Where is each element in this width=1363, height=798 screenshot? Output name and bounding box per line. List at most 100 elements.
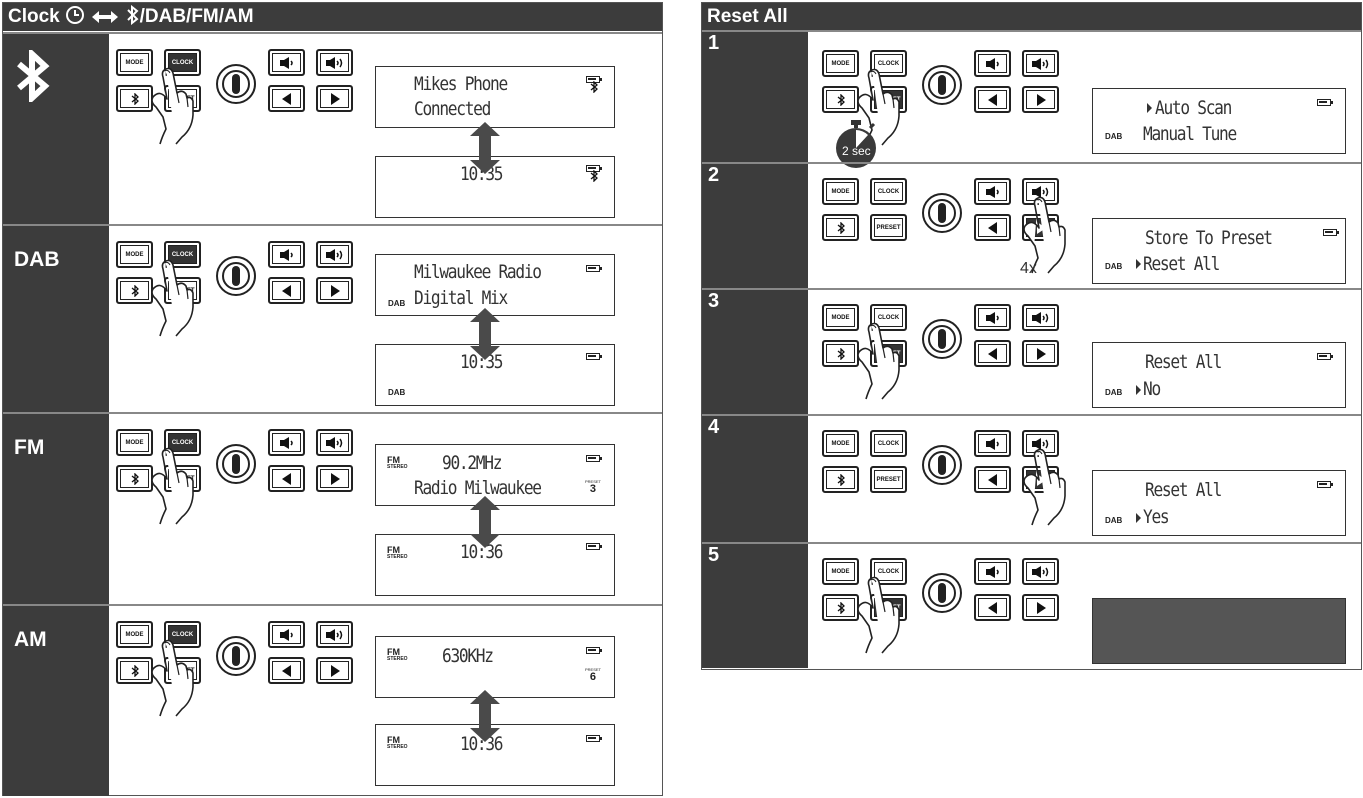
volume-down-button[interactable] xyxy=(268,621,305,648)
clock-button[interactable]: CLOCK xyxy=(164,621,201,648)
mode-button[interactable]: MODE xyxy=(116,429,153,456)
volume-down-button[interactable] xyxy=(974,50,1011,77)
left-arrow-icon xyxy=(281,284,291,297)
double-arrow-icon xyxy=(92,11,119,23)
mode-button[interactable]: MODE xyxy=(822,304,859,331)
volume-up-button[interactable] xyxy=(316,621,353,648)
right-button[interactable] xyxy=(1022,340,1059,367)
lcd-line-2: Reset All xyxy=(1143,253,1220,275)
knob-icon[interactable] xyxy=(922,319,962,359)
left-button[interactable] xyxy=(268,85,305,112)
hand-press-icon xyxy=(842,322,902,405)
preset-label: PRESET xyxy=(584,667,601,672)
bluetooth-button[interactable] xyxy=(822,214,859,241)
cursor-icon xyxy=(1136,513,1141,523)
knob-icon[interactable] xyxy=(922,573,962,613)
left-button[interactable] xyxy=(974,466,1011,493)
step-number: 5 xyxy=(708,544,720,566)
lcd-line-2: Connected xyxy=(414,98,491,120)
row-label: AM xyxy=(14,628,47,651)
volume-up-button[interactable] xyxy=(1022,304,1059,331)
mode-button[interactable]: MODE xyxy=(116,241,153,268)
right-button[interactable] xyxy=(316,277,353,304)
bluetooth-button[interactable] xyxy=(822,594,859,621)
battery-icon xyxy=(586,353,602,360)
mode-button[interactable]: MODE xyxy=(822,178,859,205)
left-button[interactable] xyxy=(268,465,305,492)
left-button[interactable] xyxy=(974,340,1011,367)
lcd-line-1: Reset All xyxy=(1145,351,1222,373)
volume-down-button[interactable] xyxy=(974,430,1011,457)
right-button[interactable] xyxy=(1022,594,1059,621)
volume-up-button[interactable] xyxy=(1022,558,1059,585)
volume-down-button[interactable] xyxy=(268,49,305,76)
step-number: 3 xyxy=(708,290,720,312)
title-prefix: Clock xyxy=(8,6,60,27)
volume-down-button[interactable] xyxy=(974,178,1011,205)
bluetooth-button[interactable] xyxy=(822,86,859,113)
volume-down-button[interactable] xyxy=(268,429,305,456)
right-arrow-icon xyxy=(330,664,340,677)
bluetooth-button[interactable] xyxy=(116,277,153,304)
left-button[interactable] xyxy=(268,277,305,304)
bluetooth-icon xyxy=(837,93,845,106)
hand-press-icon xyxy=(842,576,902,659)
right-button[interactable] xyxy=(316,657,353,684)
volume-up-button[interactable] xyxy=(316,429,353,456)
right-button[interactable] xyxy=(1022,86,1059,113)
bluetooth-icon xyxy=(131,284,139,297)
left-button[interactable] xyxy=(974,594,1011,621)
title-suffix: /DAB/FM/AM xyxy=(139,6,254,27)
knob-icon[interactable] xyxy=(216,444,256,484)
volume-up-button[interactable] xyxy=(316,241,353,268)
left-arrow-icon xyxy=(281,664,291,677)
clock-button[interactable]: CLOCK xyxy=(870,50,907,77)
knob-icon[interactable] xyxy=(922,445,962,485)
volume-down-button[interactable] xyxy=(268,241,305,268)
right-button[interactable] xyxy=(316,465,353,492)
mode-button[interactable]: MODE xyxy=(822,558,859,585)
volume-up-button[interactable] xyxy=(316,49,353,76)
bluetooth-icon xyxy=(131,664,139,677)
volume-down-button[interactable] xyxy=(974,304,1011,331)
knob-icon[interactable] xyxy=(216,256,256,296)
battery-icon xyxy=(586,647,602,654)
lcd-line-1: 10:36 xyxy=(460,733,504,755)
hand-press-icon xyxy=(136,639,196,722)
left-button[interactable] xyxy=(974,86,1011,113)
hand-press-icon xyxy=(136,67,196,150)
preset-button[interactable]: PRESET xyxy=(870,466,907,493)
knob-icon[interactable] xyxy=(216,64,256,104)
mode-button[interactable]: MODE xyxy=(116,49,153,76)
mode-button[interactable]: MODE xyxy=(822,50,859,77)
left-button[interactable] xyxy=(268,657,305,684)
knob-icon[interactable] xyxy=(216,636,256,676)
band-sub-label: STEREO xyxy=(387,656,408,662)
left-button[interactable] xyxy=(974,214,1011,241)
clock-button[interactable]: CLOCK xyxy=(870,178,907,205)
volume-up-button[interactable] xyxy=(1022,50,1059,77)
cursor-icon xyxy=(1136,385,1141,395)
mode-button[interactable]: MODE xyxy=(822,430,859,457)
mode-button[interactable]: MODE xyxy=(116,621,153,648)
band-label: FM xyxy=(387,735,400,745)
lcd-display: 10:35 xyxy=(375,156,615,218)
volume-up-icon xyxy=(1031,57,1048,70)
left-arrow-icon xyxy=(987,473,997,486)
hand-press-icon xyxy=(1008,448,1068,531)
right-button[interactable] xyxy=(316,85,353,112)
knob-icon[interactable] xyxy=(922,193,962,233)
preset-button[interactable]: PRESET xyxy=(870,214,907,241)
step-label-block: 1 xyxy=(702,32,808,162)
volume-up-icon xyxy=(325,628,342,641)
timer-icon xyxy=(834,120,878,175)
clock-button[interactable]: CLOCK xyxy=(870,430,907,457)
volume-up-icon xyxy=(1031,437,1048,450)
knob-icon[interactable] xyxy=(922,65,962,105)
volume-down-button[interactable] xyxy=(974,558,1011,585)
bluetooth-button[interactable] xyxy=(822,466,859,493)
